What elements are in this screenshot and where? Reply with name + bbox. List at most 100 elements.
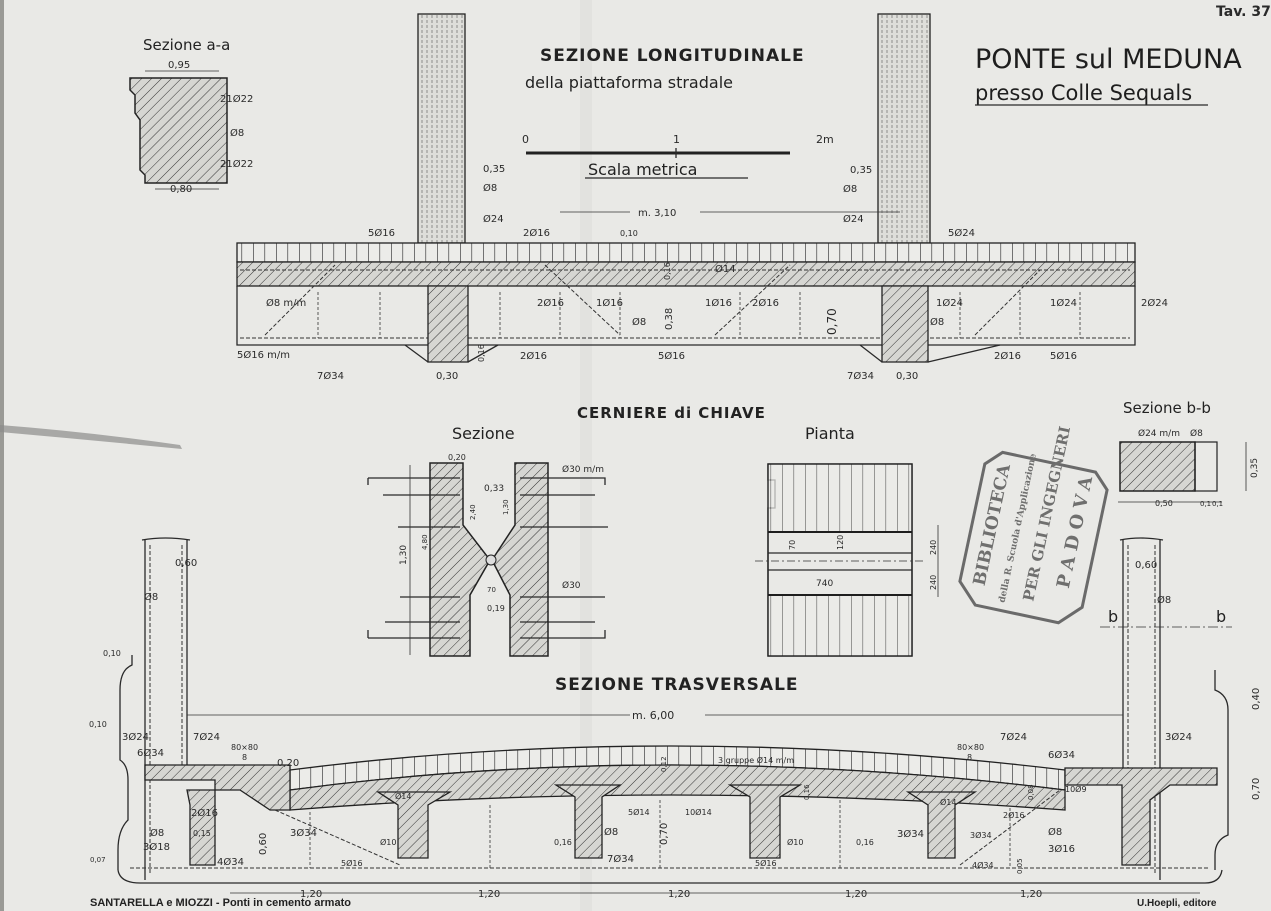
dim-label: 0,1 xyxy=(1212,500,1223,508)
dim-label: 0,07 xyxy=(90,856,106,864)
rebar-label: Ø30 xyxy=(562,580,581,591)
rebar-label: 3Ø16 xyxy=(1048,843,1075,855)
rebar-label: 2Ø16 xyxy=(752,297,779,309)
right-rib xyxy=(881,285,929,363)
rebar-label: Ø8 xyxy=(144,591,158,603)
section-bb-title: Sezione b-b xyxy=(1123,399,1211,417)
dim-label: 0,10 xyxy=(620,229,638,238)
rebar-label: 3Ø34 xyxy=(290,827,317,839)
rebar-label: Ø8 xyxy=(843,183,857,195)
rebar-label: 4Ø34 xyxy=(217,856,244,868)
rebar-label: 6Ø34 xyxy=(1048,749,1075,761)
dim-label: 0,40 xyxy=(1251,688,1262,710)
dim-label: 0,20 xyxy=(448,453,466,462)
longitudinal-section: SEZIONE LONGITUDINALE della piattaforma … xyxy=(236,13,1168,382)
dim-label: 0,60 xyxy=(175,558,197,569)
longitudinal-labels: 0,35 Ø8 Ø24 5Ø16 2Ø16 0,10 m. 3,10 Ø14 0… xyxy=(237,164,1168,382)
dim-label: 0,05 xyxy=(1016,858,1024,874)
dim-label: 8 xyxy=(967,753,972,762)
rebar-label: 21Ø22 xyxy=(220,93,253,105)
rebar-label: 3 gruppe Ø14 m/m xyxy=(718,755,794,765)
rebar-label: 2Ø16 xyxy=(520,350,547,362)
rebar-label: 21Ø22 xyxy=(220,158,253,170)
rib xyxy=(905,791,978,859)
rebar-label: 6Ø34 xyxy=(137,747,164,759)
rebar-label: 5Ø16 xyxy=(368,227,395,239)
rebar-label: 1Ø24 xyxy=(936,297,963,309)
dim-label: 0,60 xyxy=(1135,560,1157,571)
dim-label: 0,12 xyxy=(660,756,668,772)
metric-scale: 0 1 2m Scala metrica xyxy=(522,133,834,179)
section-aa-shape xyxy=(129,77,228,184)
rebar-label: 10Ø9 xyxy=(1065,784,1087,794)
dim-label: 0,30 xyxy=(436,371,458,382)
rebar-label: 7Ø34 xyxy=(317,370,344,382)
hinge-right-block xyxy=(491,462,549,657)
rebar-label: 3Ø24 xyxy=(122,731,149,743)
rebar-label: Ø8 xyxy=(1157,594,1171,606)
hinge-pin xyxy=(485,554,497,566)
dim-label: 0,80 xyxy=(170,184,192,195)
smudge xyxy=(0,425,182,449)
right-abutment-profile xyxy=(1214,670,1229,870)
footer-publication: SANTARELLA e MIOZZI - Ponti in cemento a… xyxy=(90,897,351,909)
section-bb-offset xyxy=(1194,441,1218,492)
dim-label: 0,19 xyxy=(487,604,505,613)
haunches xyxy=(404,344,1001,363)
rebar-label: 3Ø24 xyxy=(1165,731,1192,743)
dim-label: 0,50 xyxy=(1155,499,1173,508)
drawing-subtitle: presso Colle Sequals xyxy=(975,81,1192,105)
right-column-rebar xyxy=(1127,545,1156,875)
spacing-label: 1,20 xyxy=(668,889,690,900)
transverse-slab xyxy=(289,764,1066,811)
hinge-anchor-bars xyxy=(367,477,608,639)
dim-label: 0,70 xyxy=(1251,778,1262,800)
rebar-label: 7Ø24 xyxy=(193,731,220,743)
rebar-label: 2Ø16 xyxy=(191,807,218,819)
rebar-label: 7Ø34 xyxy=(847,370,874,382)
rebar-label: 3Ø34 xyxy=(897,828,924,840)
rebar-label: 2Ø16 xyxy=(523,227,550,239)
rebar-label: 5Ø16 m/m xyxy=(237,349,290,361)
rebar-label: 2Ø24 xyxy=(1141,297,1168,309)
span-label: m. 6,00 xyxy=(632,709,674,722)
spacing-label: 1,20 xyxy=(1020,889,1042,900)
dim-label: 0,15 xyxy=(193,829,211,838)
right-edge-beam xyxy=(1064,767,1218,866)
right-column xyxy=(877,13,931,244)
dim-label: 0,35 xyxy=(850,165,872,176)
rebar-label: Ø8 xyxy=(604,826,618,838)
rebar-label: Ø8 xyxy=(632,316,646,328)
scale-tick-label: 2m xyxy=(816,133,834,146)
dim-label: 740 xyxy=(816,579,833,589)
dim-label: 0,08 xyxy=(1027,784,1035,800)
rebar-label: 2Ø16 xyxy=(1003,810,1025,820)
section-bb: Sezione b-b Ø24 m/m Ø8 0,35 0,50 0,1 0,1 xyxy=(1118,399,1260,508)
transverse-section: SEZIONE TRASVERSALE m. 6,00 1,20 1, xyxy=(89,537,1262,900)
rebar-label: Ø8 xyxy=(1048,826,1062,838)
longitudinal-title: SEZIONE LONGITUDINALE xyxy=(540,46,805,66)
dim-label: 70 xyxy=(788,540,797,550)
rebar-label: Ø8 xyxy=(150,827,164,839)
rebar-label: Ø8 m/m xyxy=(266,297,306,309)
rebar-label: Ø10 xyxy=(787,837,803,847)
dim-label: 0,16 xyxy=(856,838,874,847)
transverse-title: SEZIONE TRASVERSALE xyxy=(555,675,799,695)
transverse-labels: 0,60 Ø8 0,10 0,10 3Ø24 7Ø24 6Ø34 80×80 8… xyxy=(89,558,1262,874)
cut-mark: b xyxy=(1216,607,1226,626)
rebar-label: 5Ø16 xyxy=(1050,350,1077,362)
arch-bottom xyxy=(117,869,1223,884)
dim-label: 4,80 xyxy=(421,534,429,550)
rebar-label: 5Ø16 xyxy=(755,858,777,868)
hinge-plan-title: Pianta xyxy=(805,424,855,443)
dim-label: 0,16 xyxy=(663,262,672,280)
hinge-left-block xyxy=(429,462,491,657)
rebar-label: Ø8 xyxy=(230,127,244,139)
spacing-label: 1,20 xyxy=(300,889,322,900)
dim-label: 0,20 xyxy=(277,758,299,769)
rebar-label: Ø10 xyxy=(380,837,396,847)
plan-bars-bottom xyxy=(768,595,912,656)
rebar-label: Ø14 xyxy=(395,791,411,801)
rebar-label: 5Ø24 xyxy=(948,227,975,239)
